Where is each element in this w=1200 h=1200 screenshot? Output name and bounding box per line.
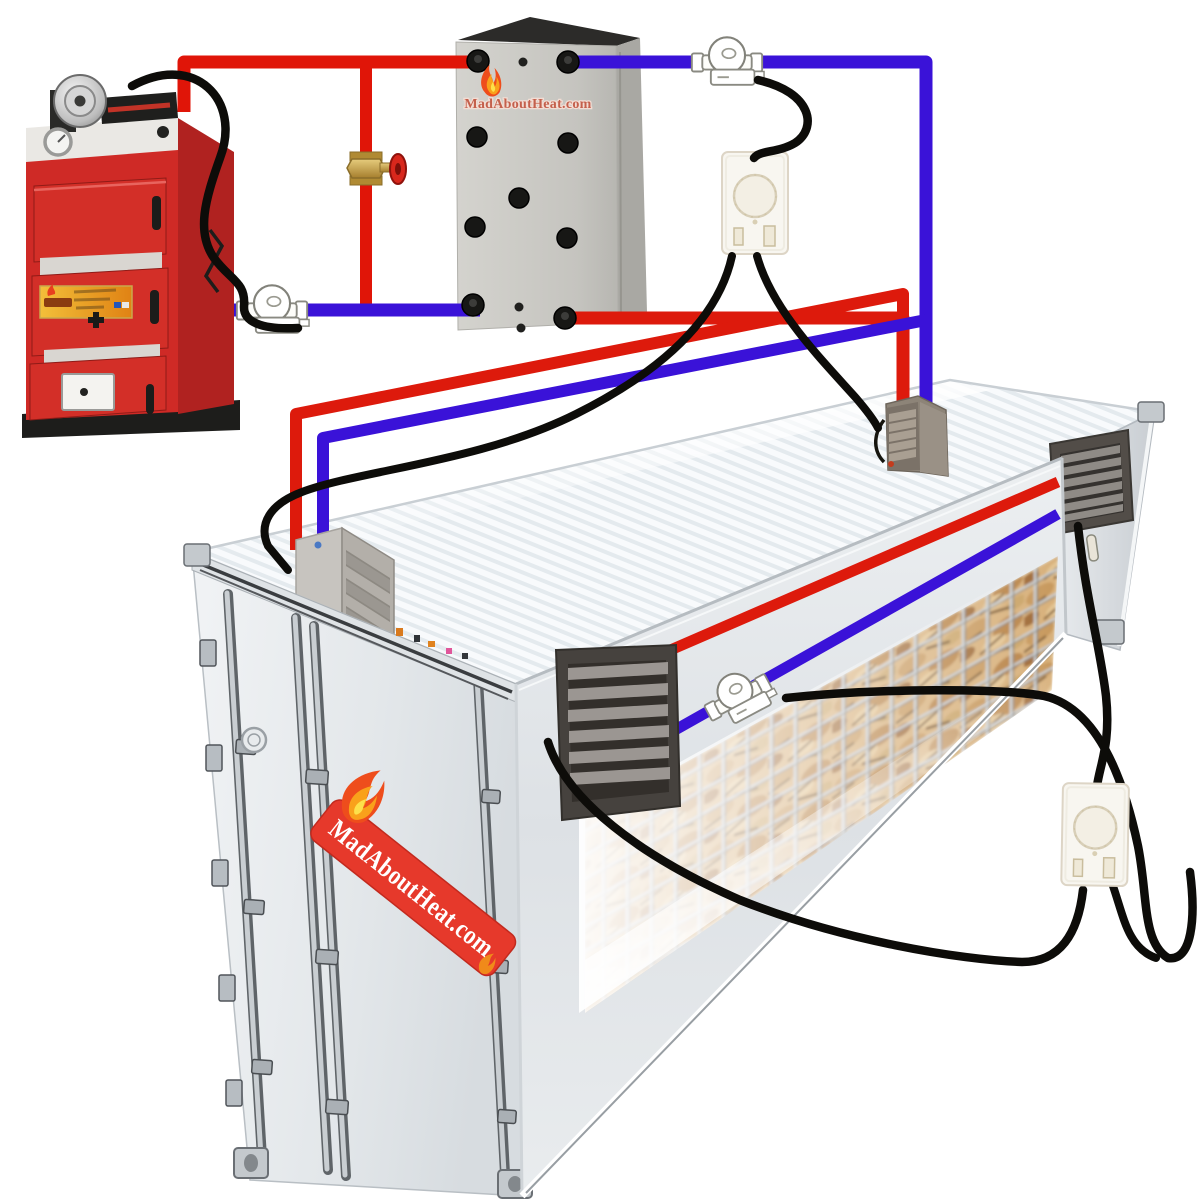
door-handle (152, 196, 161, 230)
boiler-side (178, 118, 234, 414)
cable-thermostat2-wire (1109, 882, 1160, 962)
pump-distribution (690, 36, 766, 86)
cable-end-vent-to-thermostat2 (1073, 521, 1112, 791)
container-side (514, 456, 1069, 1199)
cable-thermostat-to-roof-heater (753, 252, 882, 432)
flow-pipe-side (649, 476, 1061, 664)
door-emblem (240, 726, 268, 754)
container-doors: MadAboutHeat.com (183, 543, 533, 1199)
boiler-upper-door (33, 177, 167, 263)
return-pipe-container-to-tank (562, 55, 933, 426)
tank-top (458, 17, 640, 46)
corner-casting (183, 543, 211, 567)
vent-side (554, 643, 682, 822)
pipework (177, 55, 933, 562)
thermostat-upper (720, 150, 790, 256)
tank-ports (461, 49, 580, 333)
fan-heater-roof (874, 395, 949, 477)
corner-casting (1137, 401, 1165, 423)
bypass-valve (346, 151, 407, 186)
cable-left-heater-to-thermostat2 (543, 737, 1088, 967)
flame-icon-small (478, 953, 496, 975)
tank-logo: MadAboutHeat.com (463, 64, 593, 113)
flow-pipe-boiler-to-tank (177, 55, 480, 112)
tank-front (455, 41, 619, 331)
cable-boiler-to-pump (127, 70, 303, 333)
cable-pump-to-thermostat (749, 75, 812, 163)
cable-thermostat-to-left-heater (260, 252, 736, 574)
tank-logo-text: MadAboutHeat.com (464, 97, 591, 112)
boiler (22, 74, 240, 438)
return-pipe-branch-left-heater (317, 314, 928, 562)
vent-end (1048, 428, 1135, 536)
flow-pipe-branch-left-heater (290, 288, 909, 550)
buffer-tank (455, 17, 647, 331)
boiler-sticker (39, 284, 133, 319)
thermostat-lower (1059, 781, 1131, 888)
tank-side (616, 38, 647, 322)
rail-stickers (396, 628, 468, 659)
